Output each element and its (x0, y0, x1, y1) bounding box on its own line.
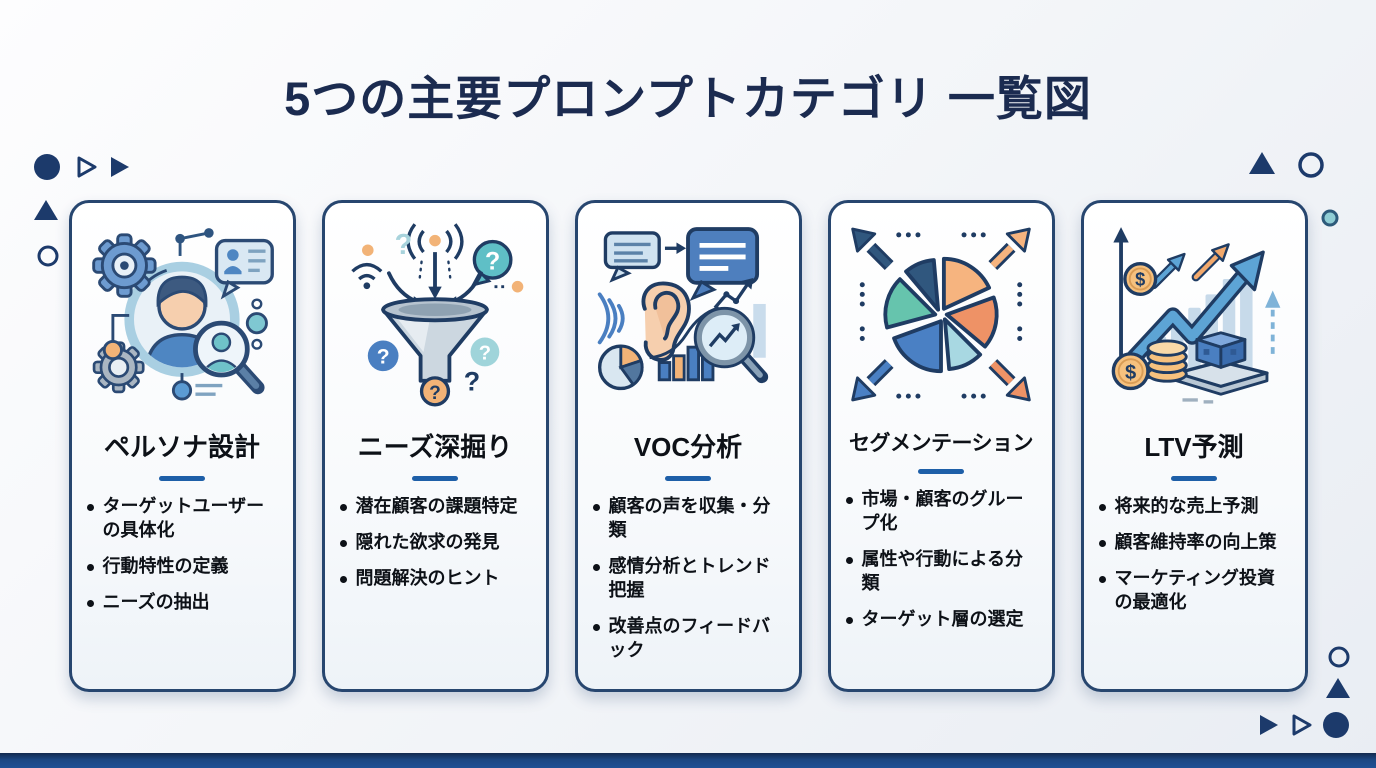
bullet-item: 問題解決のヒント (339, 567, 534, 591)
filled-circle-icon (34, 154, 60, 180)
filled-triangle-up-icon (1249, 152, 1275, 174)
bullet-item: 市場・顧客のグループ化 (845, 488, 1040, 536)
bullet-item: 顧客維持率の向上策 (1098, 531, 1293, 555)
card-segmentation: セグメンテーション 市場・顧客のグループ化 属性や行動による分類 ターゲット層の… (827, 200, 1055, 692)
svg-text:$: $ (1135, 269, 1145, 290)
bullet-item: ニーズの抽出 (86, 591, 281, 615)
title-divider (1171, 476, 1217, 481)
filled-triangle-right-icon (111, 157, 129, 177)
page-title: 5つの主要プロンプトカテゴリ 一覧図 (284, 72, 1092, 125)
card-title: LTV予測 (1144, 432, 1244, 462)
card-ltv-prediction: $ $ (1080, 200, 1308, 692)
bullet-list: 潜在顧客の課題特定 隠れた欲求の発見 問題解決のヒント (325, 495, 546, 603)
card-title: ペルソナ設計 (103, 432, 260, 462)
bullet-item: 改善点のフィードバック (592, 615, 787, 663)
persona-design-illustration (84, 217, 280, 413)
svg-text:?: ? (377, 345, 390, 368)
bullet-item: 隠れた欲求の発見 (339, 531, 534, 555)
bullet-item: 感情分析とトレンド把握 (592, 555, 787, 603)
category-cards-row: ペルソナ設計 ターゲットユーザーの具体化 行動特性の定義 ニーズの抽出 (0, 200, 1376, 692)
bullet-list: 顧客の声を収集・分類 感情分析とトレンド把握 改善点のフィードバック (578, 495, 799, 675)
filled-circle-icon (1323, 712, 1349, 738)
outline-triangle-right-icon (1292, 714, 1312, 736)
ltv-growth-illustration: $ $ (1096, 217, 1292, 413)
segmentation-pie-illustration (843, 217, 1039, 413)
svg-text:?: ? (464, 366, 480, 396)
filled-triangle-up-icon (34, 200, 58, 220)
footer-accent-bar (0, 753, 1376, 768)
bullet-list: 将来的な売上予測 顧客維持率の向上策 マーケティング投資の最適化 (1084, 495, 1305, 627)
svg-text:$: $ (1125, 362, 1136, 384)
bullet-item: 潜在顧客の課題特定 (339, 495, 534, 519)
svg-text:?: ? (429, 383, 441, 404)
voc-listening-illustration (590, 217, 786, 413)
bullet-item: 行動特性の定義 (86, 555, 281, 579)
bullet-item: 顧客の声を収集・分類 (592, 495, 787, 543)
bullet-item: ターゲットユーザーの具体化 (86, 495, 281, 543)
svg-text:?: ? (485, 247, 500, 275)
filled-triangle-up-icon (1326, 678, 1350, 698)
bullet-item: マーケティング投資の最適化 (1098, 567, 1293, 615)
needs-funnel-illustration: ? ? ? (337, 217, 533, 413)
card-persona-design: ペルソナ設計 ターゲットユーザーの具体化 行動特性の定義 ニーズの抽出 (68, 200, 296, 692)
teal-dot-icon (1321, 209, 1339, 227)
card-needs-deep-dive: ? ? ? (321, 200, 549, 692)
card-title: セグメンテーション (848, 432, 1034, 455)
outline-triangle-right-icon (77, 156, 97, 178)
title-divider (159, 476, 205, 481)
bullet-item: 将来的な売上予測 (1098, 495, 1293, 519)
title-divider (412, 476, 458, 481)
bullet-list: ターゲットユーザーの具体化 行動特性の定義 ニーズの抽出 (72, 495, 293, 627)
bullet-item: ターゲット層の選定 (845, 608, 1040, 632)
filled-triangle-right-icon (1260, 715, 1278, 735)
outline-circle-icon (37, 245, 59, 267)
title-divider (918, 469, 964, 474)
card-voc-analysis: VOC分析 顧客の声を収集・分類 感情分析とトレンド把握 改善点のフィードバック (574, 200, 802, 692)
svg-text:?: ? (479, 343, 491, 365)
card-title: ニーズ深掘り (357, 432, 513, 462)
outline-circle-icon (1328, 646, 1350, 668)
svg-text:?: ? (395, 229, 413, 261)
bullet-item: 属性や行動による分類 (845, 548, 1040, 596)
card-title: VOC分析 (633, 432, 743, 462)
title-divider (665, 476, 711, 481)
outline-circle-icon (1298, 152, 1324, 178)
bullet-list: 市場・顧客のグループ化 属性や行動による分類 ターゲット層の選定 (831, 488, 1052, 644)
